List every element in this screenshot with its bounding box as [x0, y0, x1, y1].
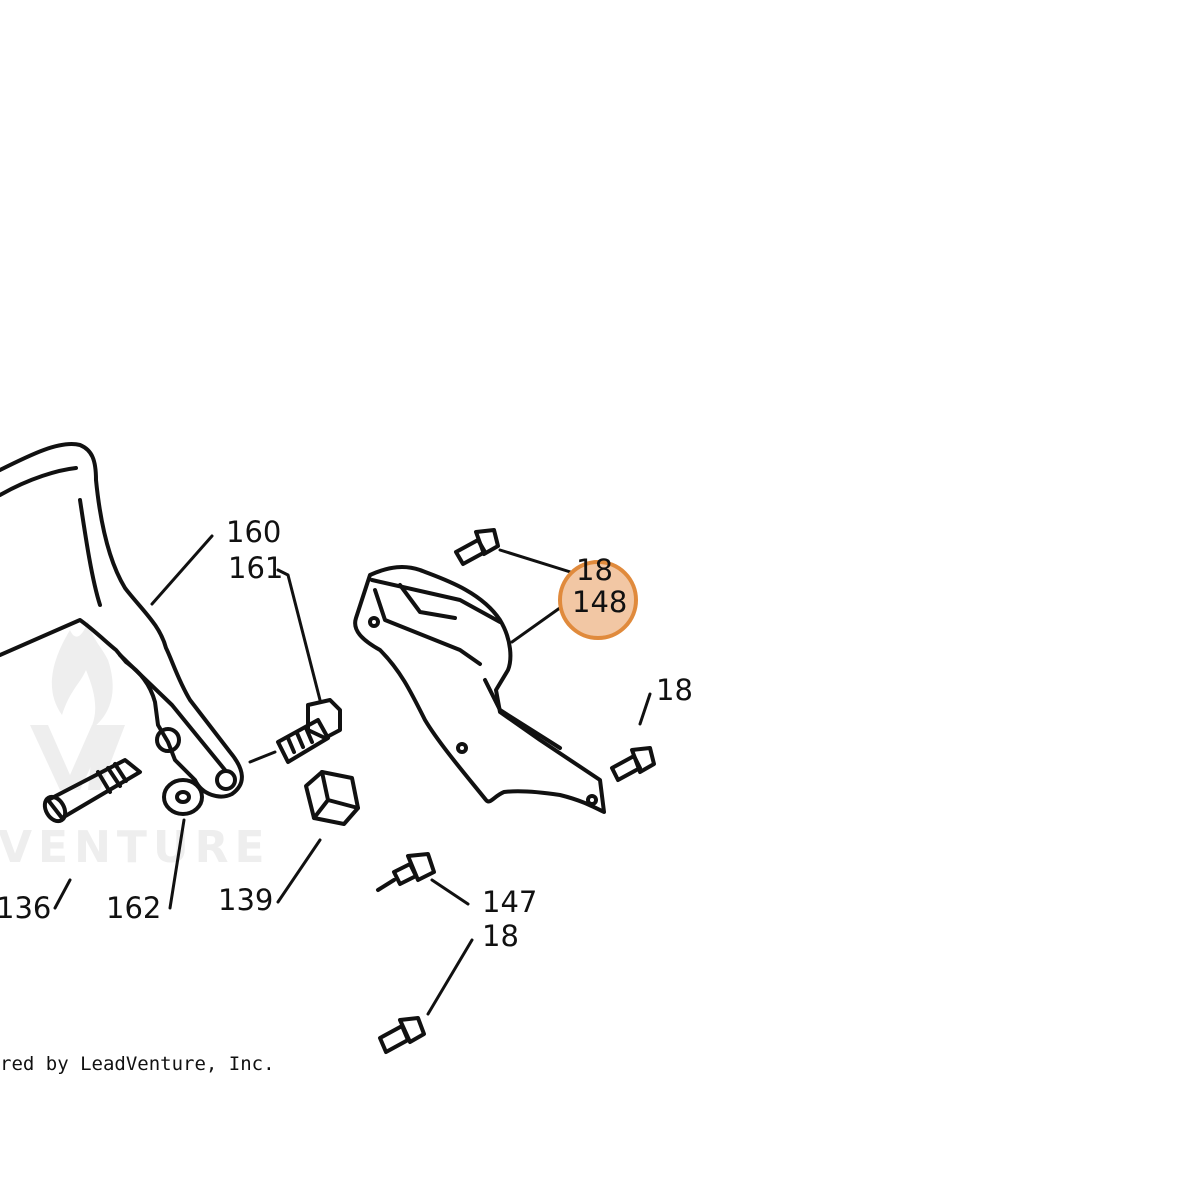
bolt-18-top — [454, 528, 500, 566]
bolt-161 — [276, 698, 342, 764]
bracket-160 — [0, 442, 244, 799]
label-162[interactable]: 162 — [106, 891, 161, 925]
pin-136 — [42, 758, 142, 824]
leader-162 — [168, 818, 186, 910]
label-18-top[interactable]: 18 — [576, 553, 613, 587]
bolt-18-right — [610, 746, 656, 782]
leader-161 — [276, 568, 322, 702]
leader-160-pin — [248, 750, 277, 764]
bolt-18-bottom — [378, 1016, 426, 1054]
watermark: VENTURE — [0, 620, 271, 873]
label-160[interactable]: 160 — [226, 515, 281, 549]
part-labels: 136 162 139 160 161 18 148 18 147 18 — [0, 515, 693, 953]
leader-147 — [430, 878, 470, 906]
highlight-marker[interactable] — [558, 560, 638, 640]
nut-139 — [304, 770, 360, 826]
label-136[interactable]: 136 — [0, 891, 51, 925]
leader-18-right — [638, 692, 652, 726]
footer-credit: red by LeadVenture, Inc. — [0, 1053, 275, 1075]
leader-136 — [53, 878, 72, 910]
washer-162 — [162, 778, 204, 816]
cover-plate-148 — [353, 565, 606, 814]
label-18-right[interactable]: 18 — [656, 673, 693, 707]
label-148[interactable]: 148 — [572, 585, 627, 619]
leader-18-top — [498, 548, 582, 577]
leader-lines — [53, 534, 652, 1016]
leader-139 — [276, 838, 322, 904]
label-147[interactable]: 147 — [482, 885, 537, 919]
leader-160 — [150, 534, 214, 606]
label-161[interactable]: 161 — [228, 551, 283, 585]
label-139[interactable]: 139 — [218, 883, 273, 917]
label-18-bottom[interactable]: 18 — [482, 919, 519, 953]
leader-148 — [510, 603, 566, 644]
watermark-brand-text: VENTURE — [0, 822, 271, 873]
bolt-147 — [376, 852, 436, 892]
leader-18-bottom — [426, 938, 474, 1016]
